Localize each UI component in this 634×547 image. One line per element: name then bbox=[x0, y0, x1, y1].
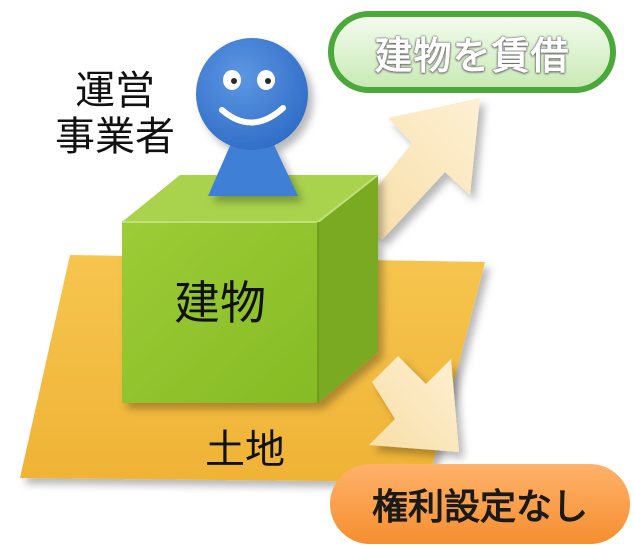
person-body bbox=[208, 132, 298, 196]
rent-bubble-text: 建物を賃借 bbox=[374, 33, 570, 78]
smiley-face-icon bbox=[219, 70, 286, 126]
operator-label: 運営 事業者 bbox=[40, 68, 190, 160]
no-rights-bubble-text: 権利設定なし bbox=[371, 487, 588, 528]
operator-figure bbox=[196, 38, 308, 196]
building-label: 建物 bbox=[174, 276, 266, 330]
building-top-face bbox=[122, 175, 378, 222]
rent-bubble: 建物を賃借 bbox=[328, 11, 616, 93]
no-rights-bubble: 権利設定なし bbox=[330, 464, 630, 544]
person-head bbox=[196, 38, 308, 150]
no-rights-arrow bbox=[369, 356, 459, 452]
operator-label-line2: 事業者 bbox=[55, 114, 175, 160]
rent-arrow bbox=[355, 98, 480, 240]
operator-label-line1: 運営 bbox=[75, 68, 155, 114]
building-front-face bbox=[122, 222, 318, 403]
building-side-face bbox=[318, 175, 378, 403]
land-label: 土地 bbox=[205, 427, 285, 473]
building-cube bbox=[122, 174, 379, 403]
